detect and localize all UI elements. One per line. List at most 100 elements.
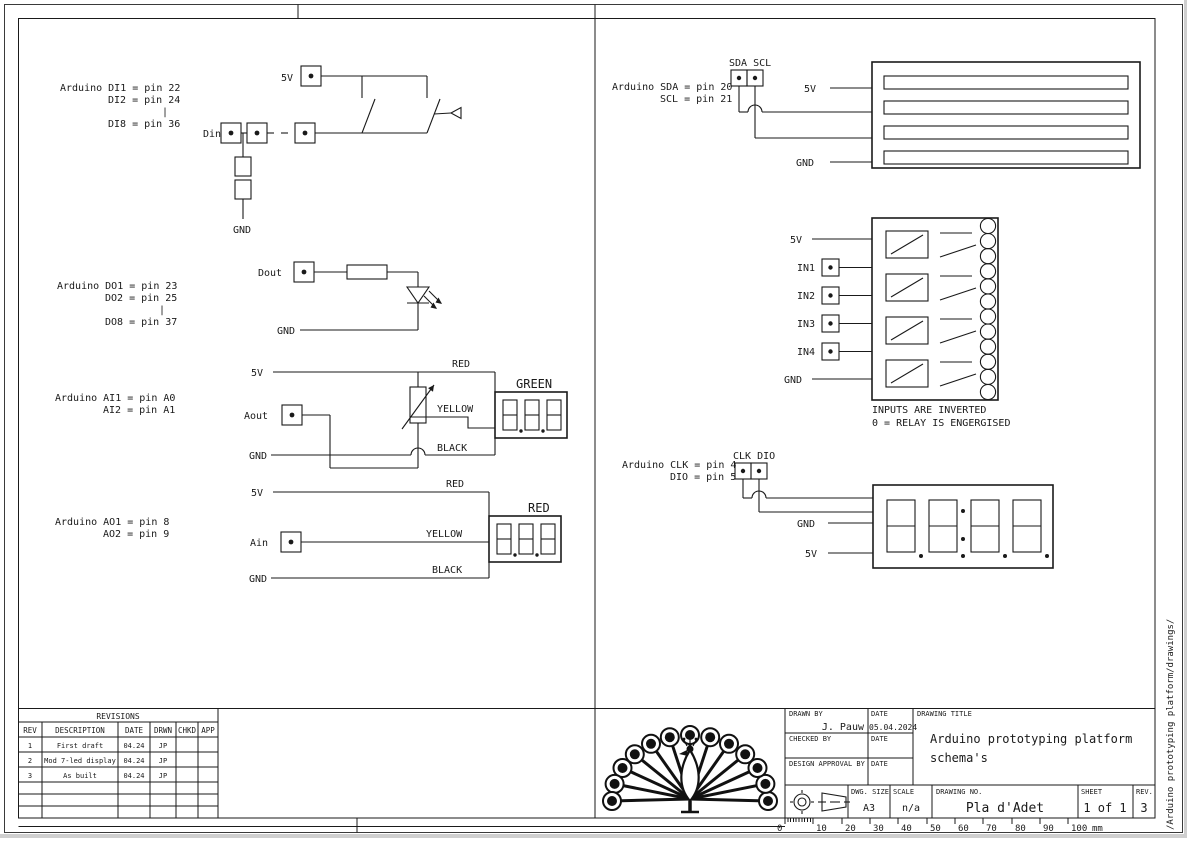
relay-in2-label: IN2 [797, 291, 815, 302]
sda-scl-header: SDA SCL [729, 58, 771, 69]
description-cell: As built [63, 772, 97, 780]
analog-input-section: Arduino AI1 = pin A0 AI2 = pin A1 5V RED… [55, 359, 568, 469]
ruler-tick-label: 100 [1071, 824, 1087, 834]
rev-col-header: REV [23, 726, 37, 735]
drwn-col-header: DRWN [154, 726, 172, 735]
sheet-frame [3, 3, 1184, 834]
description-cell: Mod 7-led display [44, 757, 116, 765]
ai-red-wire-label: RED [452, 359, 470, 370]
scale-ruler: 0 10 20 30 40 50 60 70 80 90 100 mm [777, 818, 1103, 834]
seg-note-line1: Arduino CLK = pin 4 [622, 460, 736, 471]
do-note-line2: DO2 = pin 25 [105, 293, 177, 304]
design-approval-label: DESIGN APPROVAL BY [789, 760, 866, 768]
ruler-tick-label: 80 [1015, 824, 1026, 834]
relay-board-outline [871, 217, 999, 401]
ruler-tick-label: 0 [777, 824, 782, 834]
aout-label: Aout [244, 411, 268, 422]
relay-gnd-label: GND [784, 375, 802, 386]
do-note-line3: | [159, 305, 165, 316]
ai-note-line2: AI2 = pin A1 [103, 405, 175, 416]
date-label: DATE [871, 710, 888, 718]
digital-input-section: Arduino DI1 = pin 22 DI2 = pin 24 | DI8 … [60, 65, 462, 236]
seven-segment-display-4digit [872, 484, 1054, 569]
lcd-display [871, 61, 1141, 169]
di-5v-label: 5V [281, 73, 293, 84]
drwn-cell: JP [159, 742, 167, 750]
seven-segment-display-red: RED [488, 501, 562, 563]
drawn-date-value: 05.04.2024 [869, 723, 917, 732]
digital-output-section: Arduino DO1 = pin 23 DO2 = pin 25 | DO8 … [57, 261, 442, 337]
seven-segment-display-green: GREEN [494, 377, 568, 439]
relay-contact-symbols [939, 232, 977, 387]
relay-module-section: 5V IN1 IN2 IN3 IN4 GND [784, 217, 1010, 429]
date-label: DATE [871, 735, 888, 743]
ruler-tick-label: 40 [901, 824, 912, 834]
i2c-lcd-section: Arduino SDA = pin 20 SCL = pin 21 SDA SC… [612, 58, 1141, 169]
app-col-header: APP [201, 726, 215, 735]
relay-in1-label: IN1 [797, 263, 815, 274]
scale-label: SCALE [893, 788, 914, 796]
drawing-title-label: DRAWING TITLE [917, 710, 972, 718]
rev-cell: 2 [28, 757, 32, 765]
ruler-tick-label: 20 [845, 824, 856, 834]
ruler-tick-label: 70 [986, 824, 997, 834]
relay-terminal-block [979, 217, 997, 401]
di-gnd-label: GND [233, 225, 251, 236]
ao-red-wire-label: RED [446, 479, 464, 490]
di-note-line2: DI2 = pin 24 [108, 95, 180, 106]
date-col-header: DATE [125, 726, 144, 735]
wire-hop [410, 447, 426, 456]
relay-caption-line2: 0 = RELAY IS ENGERGISED [872, 418, 1010, 429]
ruler-tick-label: 10 [816, 824, 827, 834]
table-row: 3 As built 04.24 JP [28, 772, 167, 780]
resistor-symbol [346, 264, 388, 280]
clock-display-section: Arduino CLK = pin 4 DIO = pin 5 CLK DIO … [622, 451, 1054, 569]
scale-value: n/a [902, 803, 920, 814]
dwg-size-label: DWG. SIZE [851, 788, 889, 796]
switch-symbol [361, 76, 376, 134]
revisions-table: REVISIONS REV DESCRIPTION DATE DRWN CHKD… [18, 708, 219, 818]
do-gnd-label: GND [277, 326, 295, 337]
date-cell: 04.24 [123, 772, 144, 780]
drawing-no-label: DRAWING NO. [936, 788, 982, 796]
ruler-tick-label: 30 [873, 824, 884, 834]
seg-5v-label: 5V [805, 549, 817, 560]
date-label: DATE [871, 760, 888, 768]
relay-caption-line1: INPUTS ARE INVERTED [872, 405, 986, 416]
ai-5v-label: 5V [251, 368, 263, 379]
rev-cell: 3 [28, 772, 32, 780]
peacock-body [679, 735, 700, 814]
ai-black-wire-label: BLACK [437, 443, 467, 454]
do-note-line1: Arduino DO1 = pin 23 [57, 281, 177, 292]
drawn-by-value: J. Pauw [822, 722, 865, 733]
sheet-label: SHEET [1081, 788, 1103, 796]
relay-in3-label: IN3 [797, 319, 815, 330]
ao-5v-label: 5V [251, 488, 263, 499]
ao-gnd-label: GND [249, 574, 267, 585]
chkd-col-header: CHKD [178, 726, 197, 735]
relay-coil-symbols [885, 230, 929, 388]
i2c-note-line2: SCL = pin 21 [660, 94, 732, 105]
drawn-by-label: DRAWN BY [789, 710, 824, 718]
led-symbol [405, 286, 442, 309]
analog-output-section: Arduino AO1 = pin 8 AO2 = pin 9 5V RED A… [55, 479, 562, 585]
i2c-5v-label: 5V [804, 84, 816, 95]
actuator-icon [449, 106, 462, 120]
ruler-tick-label: 90 [1043, 824, 1054, 834]
drawing-title-line2: schema's [930, 751, 988, 765]
di-note-line1: Arduino DI1 = pin 22 [60, 83, 180, 94]
seg-gnd-label: GND [797, 519, 815, 530]
ruler-unit-label: mm [1092, 824, 1103, 834]
date-cell: 04.24 [123, 757, 144, 765]
ruler-tick-label: 60 [958, 824, 969, 834]
peacock-logo [602, 725, 778, 814]
drawing-no-value: Pla d'Adet [966, 801, 1044, 816]
pushbutton-switch-symbol [426, 76, 462, 134]
checked-by-label: CHECKED BY [789, 735, 832, 743]
ao-yellow-wire-label: YELLOW [426, 529, 463, 540]
relay-in4-label: IN4 [797, 347, 815, 358]
din-label: Din [203, 129, 221, 140]
date-cell: 04.24 [123, 742, 144, 750]
